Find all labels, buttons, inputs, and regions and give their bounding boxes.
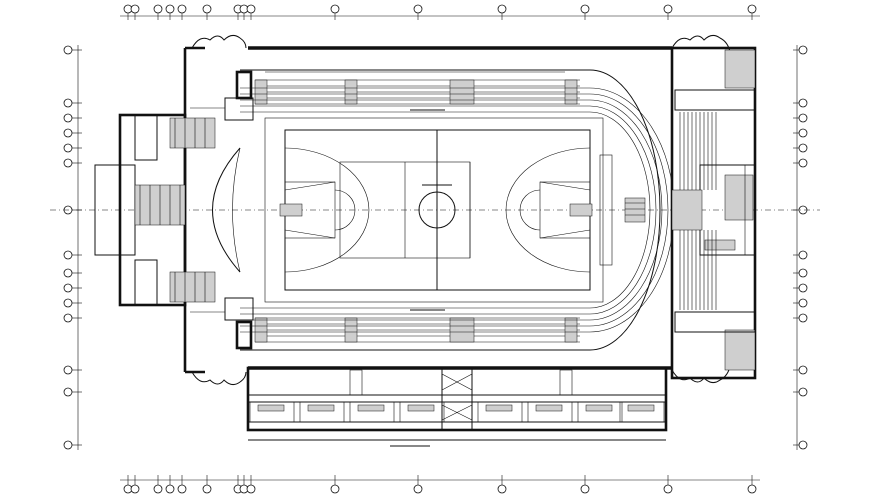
grid-bubble-left (63, 313, 73, 323)
grid-bubble-bottom (165, 484, 175, 494)
grid-bubble-left (63, 158, 73, 168)
grid-bubble-top (246, 4, 256, 14)
north-grandstand (254, 71, 580, 111)
west-end-zone-inner (232, 147, 241, 273)
grid-bubble-right (798, 387, 808, 397)
grid-bubble-top (330, 4, 340, 14)
grid-bubble-right (798, 113, 808, 123)
grid-bubble-right (798, 250, 808, 260)
annex-fixture (585, 404, 613, 412)
grid-bubble-bottom (130, 484, 140, 494)
grid-bubble-top (747, 4, 757, 14)
grid-bubble-left (63, 268, 73, 278)
east-track-entrance (599, 154, 646, 266)
grid-bubble-top (177, 4, 187, 14)
annex-fixture (307, 404, 335, 412)
grid-bubble-left (63, 45, 73, 55)
grid-bubbles (63, 4, 808, 494)
grid-bubble-bottom (580, 484, 590, 494)
grid-bubble-right (798, 440, 808, 450)
grid-bubble-left (63, 250, 73, 260)
grid-bubble-left (63, 283, 73, 293)
annex-fixture (257, 404, 285, 412)
basketball-court (264, 117, 604, 303)
grid-bubble-top (663, 4, 673, 14)
annex-room (399, 401, 445, 423)
grid-bubble-top (497, 4, 507, 14)
annex-pier (559, 369, 573, 396)
west-service-block (94, 70, 254, 350)
grid-bubble-right (798, 365, 808, 375)
grid-bubble-right (798, 313, 808, 323)
grid-bubble-right (798, 298, 808, 308)
annex-room (577, 401, 623, 423)
east-wing-grandstand (670, 46, 757, 380)
south-grandstand (254, 309, 580, 351)
annex-fixture (535, 404, 563, 412)
grid-bubble-left (63, 113, 73, 123)
dimension-lines (77, 15, 798, 481)
annex-pier (349, 369, 363, 396)
annex-room (619, 401, 665, 423)
annex-fixture (407, 404, 435, 412)
grid-bubble-left (63, 98, 73, 108)
annex-fixture (485, 404, 513, 412)
grid-bubble-right (798, 45, 808, 55)
south-annex-rooms (249, 369, 665, 423)
grid-bubble-bottom (330, 484, 340, 494)
grid-bubble-top (580, 4, 590, 14)
annex-room (527, 401, 573, 423)
grid-bubble-left (63, 143, 73, 153)
annex-room (349, 401, 395, 423)
grid-bubble-top (130, 4, 140, 14)
grid-bubble-bottom (497, 484, 507, 494)
east-seating-rows (679, 112, 717, 310)
grid-bubble-right (798, 283, 808, 293)
grid-bubble-bottom (413, 484, 423, 494)
grid-bubble-bottom (202, 484, 212, 494)
grid-bubble-right (798, 143, 808, 153)
annex-room (249, 401, 295, 423)
annex-fixture (357, 404, 385, 412)
grid-bubble-top (202, 4, 212, 14)
annex-room (299, 401, 345, 423)
grid-bubble-left (63, 128, 73, 138)
grid-bubble-top (165, 4, 175, 14)
grid-bubble-left (63, 365, 73, 375)
annex-fixture (627, 404, 655, 412)
grid-bubble-left (63, 387, 73, 397)
annex-room (477, 401, 523, 423)
grid-bubble-top (413, 4, 423, 14)
grid-bubble-left (63, 440, 73, 450)
grid-bubble-bottom (177, 484, 187, 494)
grid-bubble-bottom (663, 484, 673, 494)
grid-bubble-bottom (246, 484, 256, 494)
grid-bubble-right (798, 98, 808, 108)
grid-bubble-right (798, 268, 808, 278)
grid-bubble-top (153, 4, 163, 14)
grid-bubble-bottom (153, 484, 163, 494)
grid-ticks (72, 13, 799, 485)
grid-bubble-bottom (747, 484, 757, 494)
grid-bubble-right (798, 128, 808, 138)
west-end-zone (212, 147, 241, 273)
grid-bubble-left (63, 298, 73, 308)
grid-bubble-right (798, 158, 808, 168)
